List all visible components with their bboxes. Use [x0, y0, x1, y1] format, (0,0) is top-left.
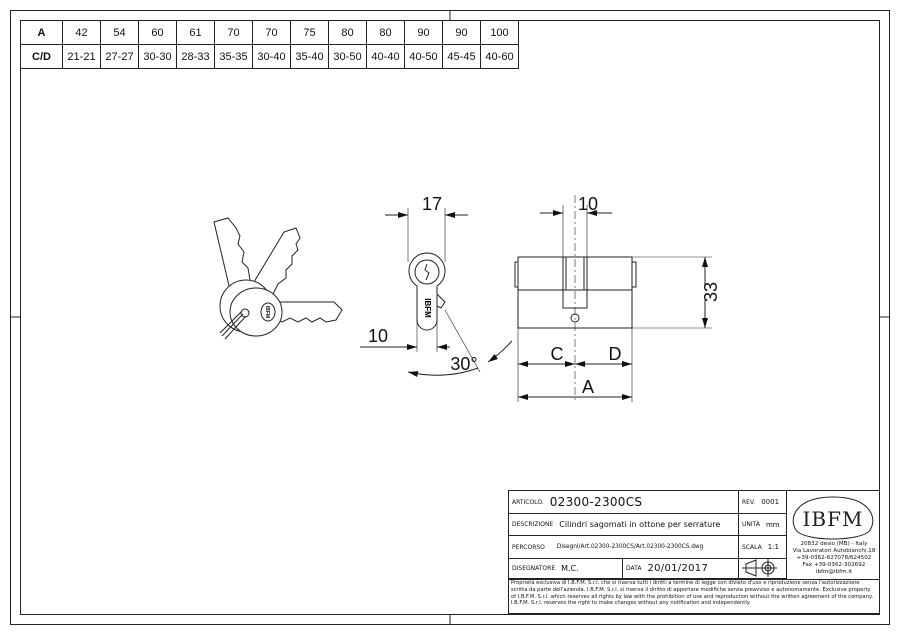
- rev-label: REV.: [742, 498, 756, 506]
- cd-value-cell: 35-35: [214, 44, 253, 69]
- side-view: [514, 195, 712, 402]
- scala-label: SCALA: [742, 543, 762, 551]
- data-cell: DATA 20/01/2017: [623, 559, 739, 579]
- cd-value-cell: 21-21: [62, 44, 101, 69]
- company-address: 20832 desio (MB) - Italy Via Lavoratori …: [787, 541, 881, 576]
- a-value-cell: 70: [214, 20, 253, 45]
- dim-front-width: 17: [422, 194, 442, 214]
- descrizione-label: DESCRIZIONE: [512, 521, 554, 528]
- dim-d: D: [609, 344, 622, 364]
- disegnatore-value: M.C.: [561, 564, 579, 573]
- data-label: DATA: [626, 565, 642, 572]
- dim-center-width: 10: [578, 194, 598, 214]
- cd-value-cell: 27-27: [100, 44, 139, 69]
- projection-symbol-icon: [742, 559, 777, 577]
- scala-cell: SCALA 1:1: [739, 536, 787, 559]
- cd-value-cell: 45-45: [442, 44, 481, 69]
- dim-a: A: [582, 377, 594, 397]
- percorso-cell: PERCORSO Disegni/Art.02300-2300CS/Art.02…: [509, 536, 739, 559]
- dim-c: C: [551, 344, 564, 364]
- cd-value-cell: 40-60: [480, 44, 519, 69]
- legal-notes: Proprietà esclusiva di I.B.F.M. S.r.l. c…: [511, 580, 873, 607]
- dim-cam-angle: 30°: [450, 354, 477, 374]
- logo-frame: [792, 496, 874, 540]
- a-value-cell: 90: [404, 20, 443, 45]
- email: ibfm@ibfm.it: [815, 569, 853, 575]
- data-value: 20/01/2017: [647, 563, 709, 574]
- a-value-cell: 80: [366, 20, 405, 45]
- front-view: [360, 208, 513, 378]
- rev-value: 0001: [761, 498, 780, 506]
- descrizione-value: Cilindri sagomati in ottone per serratur…: [559, 520, 721, 529]
- a-value-cell: 75: [290, 20, 329, 45]
- cd-value-cell: 28-33: [176, 44, 215, 69]
- articolo-value: 02300-2300CS: [549, 495, 643, 509]
- cd-value-cell: 30-40: [252, 44, 291, 69]
- cd-value-cell: 30-50: [328, 44, 367, 69]
- a-value-cell: 61: [176, 20, 215, 45]
- unita-label: UNITÀ: [742, 521, 760, 528]
- phone: +39-0362-627078/624502: [796, 555, 872, 561]
- projection-cell: [739, 559, 787, 579]
- title-block: ARTICOLO. 02300-2300CS REV. 0001 DESCRIZ…: [508, 490, 880, 614]
- articolo-label: ARTICOLO.: [512, 498, 544, 506]
- a-value-cell: 100: [480, 20, 519, 45]
- cd-value-cell: 40-40: [366, 44, 405, 69]
- unita-value: mm: [765, 520, 780, 529]
- a-value-cell: 90: [442, 20, 481, 45]
- percorso-value: Disegni/Art.02300-2300CS/Art.02300-2300C…: [556, 544, 704, 550]
- cd-value-cell: 30-30: [138, 44, 177, 69]
- a-value-cell: 60: [138, 20, 177, 45]
- a-value-cell: 80: [328, 20, 367, 45]
- cd-value-cell: 35-40: [290, 44, 329, 69]
- a-value-cell: 70: [252, 20, 291, 45]
- keys-illustration: [213, 217, 343, 340]
- unita-cell: UNITÀ mm: [739, 514, 787, 536]
- row-header-cd: C/D: [20, 44, 63, 69]
- key-brand-mark: IBFM: [264, 306, 270, 318]
- disegnatore-label: DISEGNATORE: [512, 565, 556, 572]
- disegnatore-cell: DISEGNATORE M.C.: [509, 559, 623, 579]
- scala-value: 1:1: [767, 543, 779, 551]
- frame-center-marks: [10, 10, 890, 625]
- dim-height: 33: [701, 282, 721, 302]
- a-value-cell: 42: [62, 20, 101, 45]
- cd-value-cell: 40-50: [404, 44, 443, 69]
- row-header-a: A: [20, 20, 63, 45]
- rev-cell: REV. 0001: [739, 491, 787, 514]
- articolo-cell: ARTICOLO. 02300-2300CS: [509, 491, 739, 514]
- fax: Fax +39-0362-302692: [802, 562, 866, 568]
- front-brand-mark: IBFM: [423, 298, 432, 318]
- a-value-cell: 54: [100, 20, 139, 45]
- address-line: 20832 desio (MB) - Italy: [800, 541, 868, 547]
- descrizione-cell: DESCRIZIONE Cilindri sagomati in ottone …: [509, 514, 739, 536]
- address-line: Via Lavoratori Autobianchi,18: [792, 548, 876, 554]
- company-logo: IBFM: [803, 507, 864, 531]
- dim-cam-offset: 10: [368, 326, 388, 346]
- percorso-label: PERCORSO: [512, 543, 545, 551]
